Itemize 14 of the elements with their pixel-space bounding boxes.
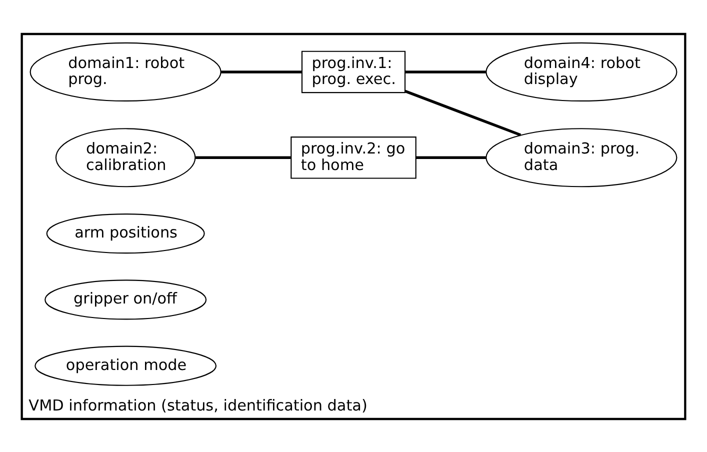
connector	[404, 89, 522, 136]
connector	[405, 70, 486, 73]
node-ellipse: operation mode	[34, 345, 217, 386]
node-ellipse: domain4: robot display	[486, 42, 678, 101]
node-ellipse: gripper on/off	[44, 279, 207, 320]
node-ellipse: domain3: prog. data	[486, 128, 678, 187]
connector	[196, 156, 291, 158]
connector	[416, 156, 486, 158]
node-box: prog.inv.1: prog. exec.	[301, 50, 406, 93]
node-ellipse: arm positions	[46, 212, 205, 254]
node-box: prog.inv.2: go to home	[290, 136, 416, 178]
node-ellipse: domain2: calibration	[55, 128, 196, 187]
node-ellipse: domain1: robot prog.	[30, 42, 222, 101]
connector	[220, 70, 302, 73]
